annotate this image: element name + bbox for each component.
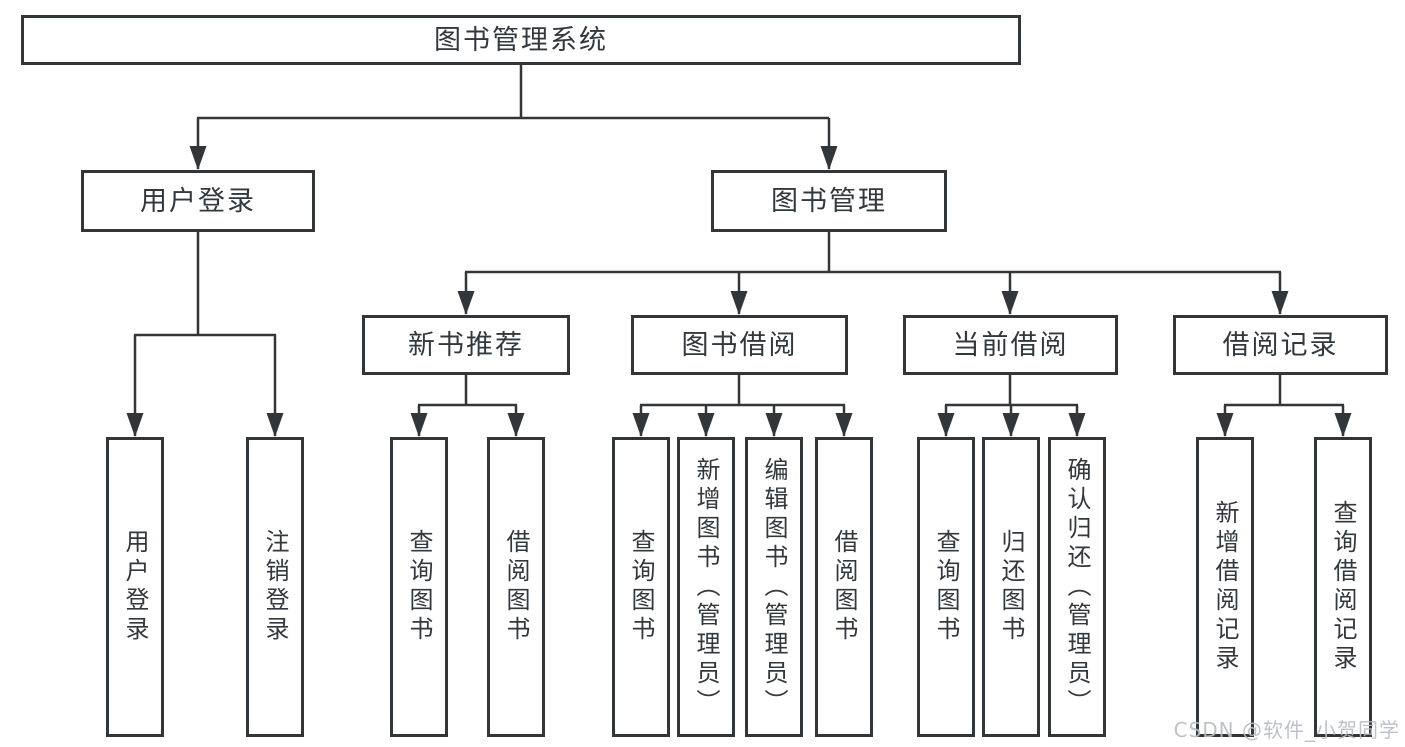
node-label: 确认归还（管理员） [1063, 456, 1091, 718]
leaf-edit-books-admin: 编辑图书（管理员） [745, 437, 803, 737]
node-book-borrow: 图书借阅 [631, 315, 848, 375]
node-label: 注销登录 [261, 529, 289, 645]
node-label: 图书借阅 [681, 329, 798, 361]
connector-borrow-records-children [1216, 375, 1352, 437]
leaf-logout: 注销登录 [246, 437, 304, 737]
node-book-management: 图书管理 [711, 170, 947, 232]
leaf-query-books-newbook: 查询图书 [390, 437, 448, 737]
leaf-add-borrow-record: 新增借阅记录 [1196, 437, 1254, 737]
node-label: 查询借阅记录 [1329, 500, 1357, 674]
csdn-watermark: CSDN @软件_小贺同学 [1173, 718, 1400, 742]
node-label: 借阅图书 [830, 529, 858, 645]
node-book-management-system: 图书管理系统 [21, 15, 1021, 65]
node-label: 用户登录 [121, 529, 149, 645]
node-label: 归还图书 [997, 529, 1025, 645]
leaf-query-borrow-record: 查询借阅记录 [1314, 437, 1372, 737]
node-label: 查询图书 [932, 529, 960, 645]
connector-current-borrow-children [937, 375, 1086, 437]
connector-book-borrow-children [632, 375, 853, 437]
leaf-borrow-books-newbook: 借阅图书 [487, 437, 545, 737]
node-label: 当前借阅 [952, 329, 1069, 361]
connector-new-book-children [410, 375, 525, 437]
node-label: 用户登录 [140, 185, 256, 217]
node-label: 新增借阅记录 [1211, 500, 1239, 674]
node-new-book-recommend: 新书推荐 [362, 315, 570, 375]
leaf-user-login: 用户登录 [106, 437, 164, 737]
leaf-return-books: 归还图书 [982, 437, 1040, 737]
node-label: 新增图书（管理员） [692, 456, 720, 718]
node-label: 借阅图书 [502, 529, 530, 645]
node-label: 图书管理 [771, 185, 887, 217]
node-label: 借阅记录 [1222, 329, 1339, 361]
node-label: 查询图书 [627, 529, 655, 645]
node-label: 编辑图书（管理员） [760, 456, 788, 718]
leaf-query-books-borrow: 查询图书 [612, 437, 670, 737]
node-borrow-records: 借阅记录 [1173, 315, 1388, 375]
connector-book-management-children [457, 232, 1289, 315]
connector-root-to-level1 [189, 65, 838, 170]
leaf-confirm-return-admin: 确认归还（管理员） [1048, 437, 1106, 737]
leaf-query-books-current: 查询图书 [917, 437, 975, 737]
node-label: 图书管理系统 [434, 24, 608, 56]
node-label: 查询图书 [405, 529, 433, 645]
leaf-borrow-books: 借阅图书 [815, 437, 873, 737]
node-current-borrow: 当前借阅 [903, 315, 1118, 375]
leaf-add-books-admin: 新增图书（管理员） [677, 437, 735, 737]
node-user-login: 用户登录 [81, 170, 315, 232]
node-label: 新书推荐 [408, 329, 524, 361]
connector-user-login-children [126, 232, 284, 437]
